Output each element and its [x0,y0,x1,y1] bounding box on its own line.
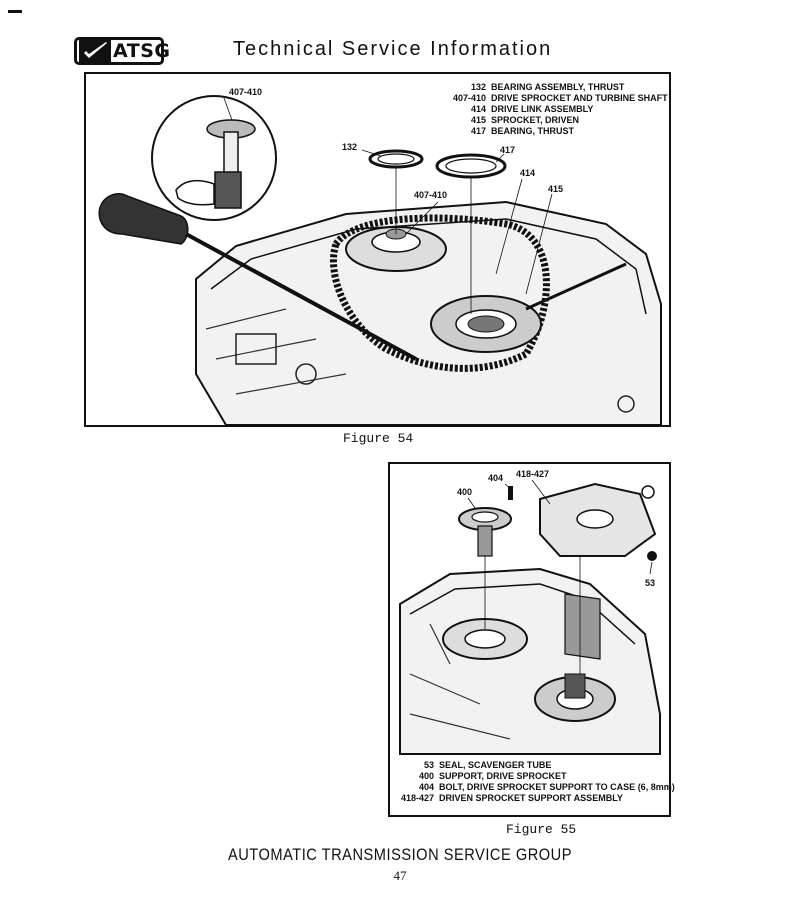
logo-text: ATSG [113,40,171,62]
callout-418-427: 418-427 [516,469,550,479]
callout-53: 53 [645,578,656,588]
callout-415: 415 [548,184,564,194]
callout-400: 400 [457,487,473,497]
callout-404: 404 [488,473,504,483]
page-title: Technical Service Information [233,38,553,60]
page-number: 47 [393,868,407,883]
callout-132: 132 [342,142,358,152]
callout-407-410: 407-410 [414,190,448,200]
figure-55-caption: Figure 55 [506,822,577,837]
corner-mark [8,10,22,13]
footer-title: AUTOMATIC TRANSMISSION SERVICE GROUP [227,845,573,864]
logo-check-icon [79,40,111,62]
figure-54-caption: Figure 54 [343,431,414,446]
figure-54-illustration [98,95,662,426]
atsg-logo: ATSG [74,37,170,65]
callout-414: 414 [520,168,536,178]
callout-407-410-inset: 407-410 [229,87,263,97]
callout-417: 417 [500,145,516,155]
figure-55-illustration [399,479,661,755]
